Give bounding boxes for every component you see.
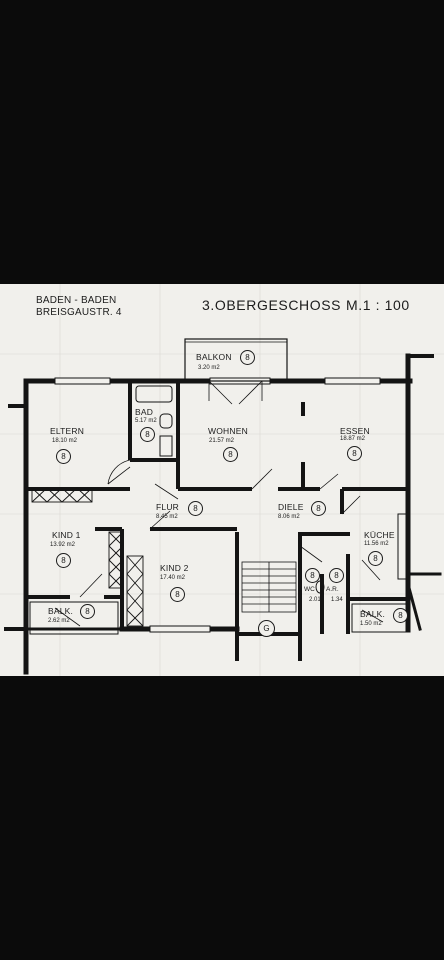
room-badge-balkon-top: 8 xyxy=(240,350,255,365)
room-badge-wc: 8 xyxy=(305,568,320,583)
room-name-balk-left: BALK. xyxy=(48,606,74,616)
room-name-balk-right: BALK. xyxy=(360,609,386,619)
room-area-wohnen: 21.57 m2 xyxy=(209,438,235,444)
stair-badge: G xyxy=(258,620,275,637)
room-name-wohnen: WOHNEN xyxy=(208,426,248,436)
stairwell xyxy=(241,561,297,613)
room-name-wc: WC xyxy=(304,586,315,593)
room-name-eltern: ELTERN xyxy=(50,426,85,436)
paper-grid xyxy=(0,284,444,676)
room-area-bad: 5.17 m2 xyxy=(135,418,157,424)
room-badge-wohnen: 8 xyxy=(223,447,238,462)
floor-title: 3.OBERGESCHOSS xyxy=(202,297,342,313)
balkon-left-railing xyxy=(29,601,411,635)
room-area-wc: 2.01 xyxy=(309,597,321,603)
room-badge-ar: 8 xyxy=(329,568,344,583)
room-area-kueche: 11.56 m2 xyxy=(364,541,389,547)
room-name-diele: DIELE xyxy=(278,502,304,512)
room-badge-flur: 8 xyxy=(188,501,203,516)
built-in-cabinets xyxy=(31,487,144,627)
room-area-essen: 18.87 m2 xyxy=(340,436,366,442)
room-name-bad: BAD xyxy=(135,407,154,417)
room-area-ar: 1.34 xyxy=(331,597,343,603)
room-badge-balk-left: 8 xyxy=(80,604,95,619)
address-line-2: BREISGAUSTR. 4 xyxy=(36,307,122,318)
room-badge-eltern: 8 xyxy=(56,449,71,464)
room-name-essen: ESSEN xyxy=(340,426,370,436)
address-line-1: BADEN - BADEN xyxy=(36,295,117,306)
room-badge-diele: 8 xyxy=(311,501,326,516)
room-badge-kind2: 8 xyxy=(170,587,185,602)
room-area-eltern: 18.10 m2 xyxy=(52,438,78,444)
room-name-kind2: KIND 2 xyxy=(160,563,189,573)
room-badge-balk-right: 8 xyxy=(393,608,408,623)
room-name-kind1: KIND 1 xyxy=(52,530,81,540)
room-area-flur: 8.45 m2 xyxy=(156,514,178,520)
room-badge-kueche: 8 xyxy=(368,551,383,566)
balkon-top-structure xyxy=(184,338,288,405)
bath-fixtures xyxy=(135,385,407,594)
room-area-balk-right: 1.50 m2 xyxy=(360,621,382,627)
interior-walls xyxy=(26,381,408,634)
doors xyxy=(54,459,384,627)
floor-plan-drawing xyxy=(0,284,444,676)
room-area-diele: 8.06 m2 xyxy=(278,514,300,520)
room-badge-essen: 8 xyxy=(347,446,362,461)
scale-label: M.1 : 100 xyxy=(346,297,410,313)
room-area-balk-left: 2.62 m2 xyxy=(48,618,70,624)
room-badge-kind1: 8 xyxy=(56,553,71,568)
room-name-kueche: KÜCHE xyxy=(364,530,395,540)
room-area-balkon-top: 3.20 m2 xyxy=(198,365,220,371)
floor-plan-photo: BADEN - BADEN BREISGAUSTR. 4 3.OBERGESCH… xyxy=(0,284,444,676)
room-name-ar: A.R. xyxy=(326,586,339,593)
room-name-balkon-top: BALKON xyxy=(196,352,232,362)
room-badge-bad: 8 xyxy=(140,427,155,442)
room-name-flur: FLUR xyxy=(156,502,179,512)
room-area-kind1: 13.92 m2 xyxy=(50,542,76,548)
room-area-kind2: 17.40 m2 xyxy=(160,575,186,581)
